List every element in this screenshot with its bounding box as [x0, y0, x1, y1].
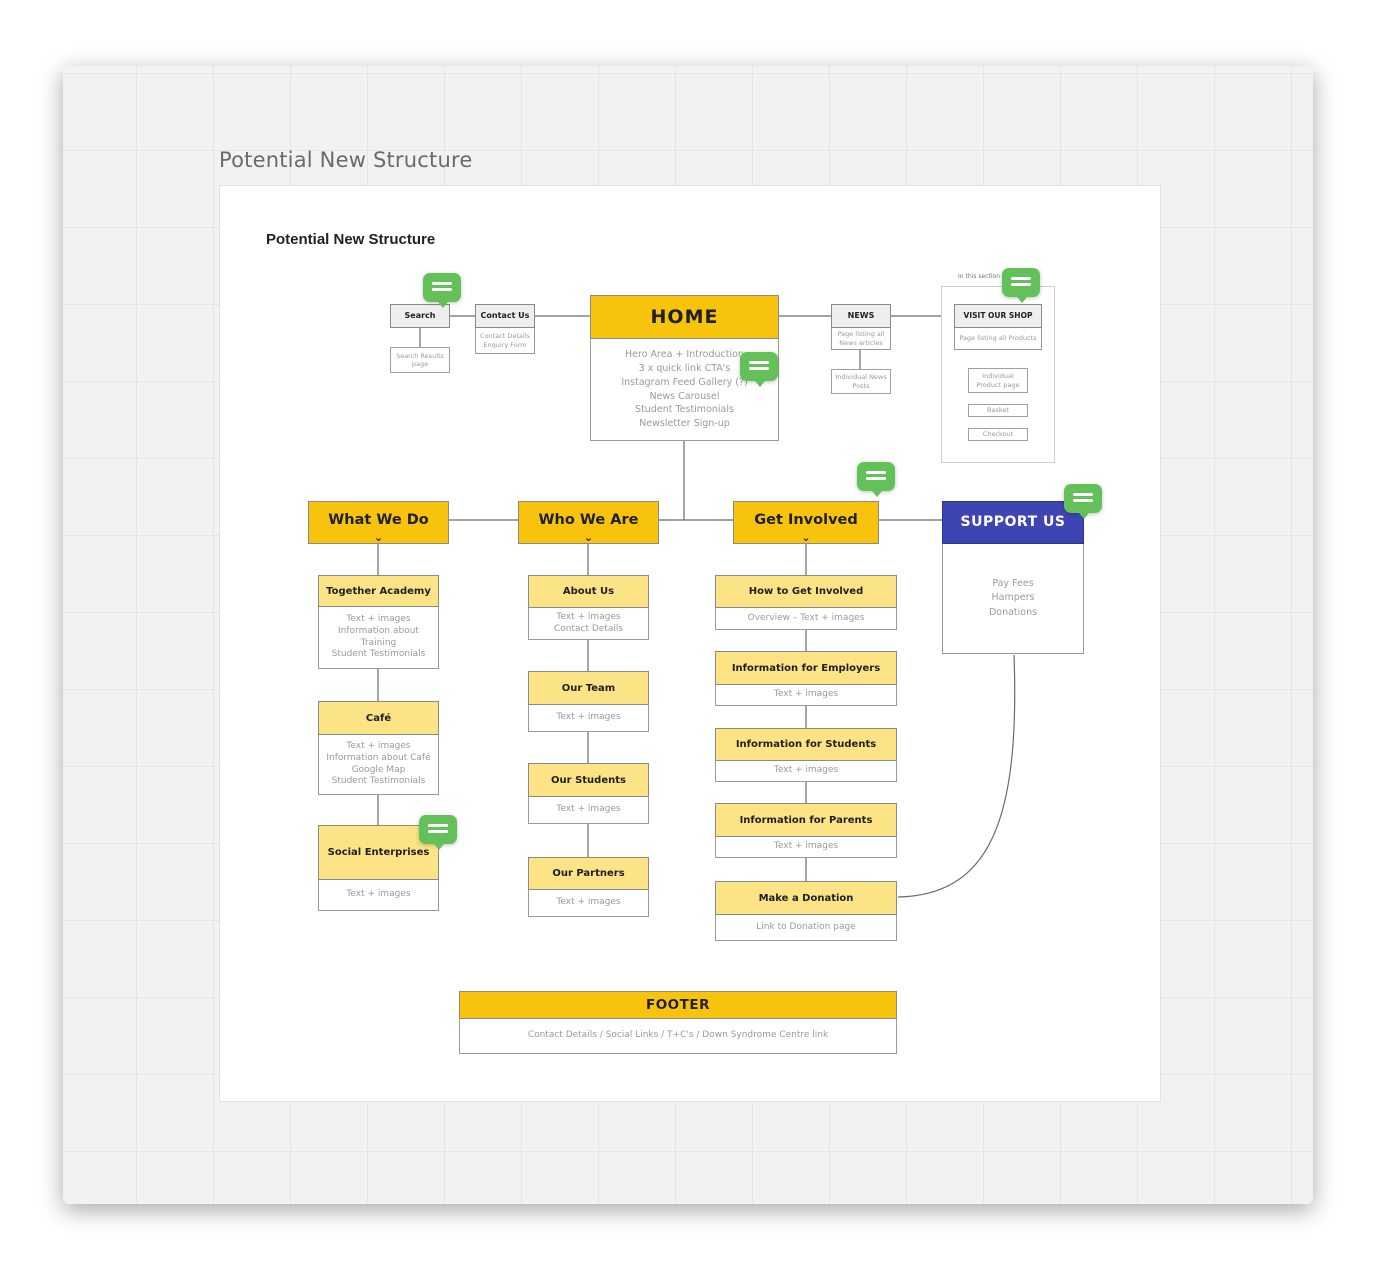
shop-product-box: Individual Product page — [968, 368, 1028, 393]
ta-line3: Training — [360, 637, 397, 648]
news-body-line2: News articles — [839, 338, 883, 347]
search-node-title[interactable]: Search — [390, 304, 450, 328]
our-students-body: Text + images — [528, 797, 649, 824]
comment-icon[interactable] — [857, 462, 895, 497]
home-line6: Newsletter Sign-up — [639, 418, 730, 430]
support-us-body: Pay Fees Hampers Donations — [942, 544, 1084, 654]
search-results-line2: page — [411, 360, 429, 368]
home-line2: 3 x quick link CTA's — [638, 362, 731, 374]
about-line2: Contact Details — [553, 623, 624, 634]
home-line3: Instagram Feed Gallery (?) — [621, 376, 748, 388]
info-students-title[interactable]: Information for Students — [715, 728, 897, 761]
what-we-do-label: What We Do — [328, 511, 429, 528]
cafe-title[interactable]: Café — [318, 701, 439, 735]
together-academy-body: Text + images Information about Training… — [318, 607, 439, 669]
how-to-get-involved-body: Overview – Text + images — [715, 608, 897, 630]
shop-node-body: Page listing all Products — [954, 328, 1042, 350]
contact-node-body: Contact Details Enquiry Form — [475, 328, 535, 354]
ta-line2: Information about — [338, 625, 419, 636]
comment-icon[interactable] — [419, 815, 457, 850]
info-employers-body: Text + images — [715, 685, 897, 706]
shop-node-title[interactable]: VISIT OUR SHOP — [954, 304, 1042, 328]
news-posts-box: Individual News Posts — [831, 369, 891, 394]
who-we-are-label: Who We Are — [538, 511, 639, 528]
chevron-down-icon[interactable]: ⌄ — [583, 531, 594, 544]
news-posts-line2: Posts — [852, 381, 870, 390]
board-title: Potential New Structure — [266, 231, 436, 248]
info-parents-body: Text + images — [715, 837, 897, 858]
search-results-line1: Search Results — [396, 351, 444, 360]
support-line1: Pay Fees — [992, 578, 1034, 590]
cafe-line4: Student Testimonials — [331, 776, 426, 787]
about-us-title[interactable]: About Us — [528, 575, 649, 608]
contact-body-line2: Enquiry Form — [483, 340, 527, 349]
about-us-body: Text + images Contact Details — [528, 608, 649, 640]
our-partners-title[interactable]: Our Partners — [528, 857, 649, 890]
shop-product-line1: Individual — [982, 372, 1014, 381]
cafe-body: Text + images Information about Café Goo… — [318, 735, 439, 795]
info-employers-title[interactable]: Information for Employers — [715, 651, 897, 685]
what-we-do-title[interactable]: What We Do ⌄ — [308, 501, 449, 544]
get-involved-label: Get Involved — [754, 511, 858, 528]
ta-line1: Text + images — [346, 614, 411, 625]
chevron-down-icon[interactable]: ⌄ — [801, 531, 811, 544]
social-enterprises-body: Text + images — [318, 880, 439, 911]
shop-product-line2: Product page — [976, 380, 1020, 389]
contact-body-line1: Contact Details — [480, 332, 530, 341]
news-posts-line1: Individual News — [835, 373, 887, 382]
about-line1: Text + images — [556, 611, 621, 622]
social-enterprises-title[interactable]: Social Enterprises — [318, 825, 439, 880]
footer-body: Contact Details / Social Links / T+C's /… — [459, 1019, 897, 1054]
contact-node-title[interactable]: Contact Us — [475, 304, 535, 328]
shop-section-label: In this section — [958, 273, 1000, 280]
news-node-body: Page listing all News articles — [831, 328, 891, 350]
our-team-body: Text + images — [528, 705, 649, 732]
home-line5: Student Testimonials — [635, 404, 734, 416]
home-line1: Hero Area + Introduction — [625, 349, 744, 361]
cafe-line1: Text + images — [346, 741, 411, 752]
footer-title[interactable]: FOOTER — [459, 991, 897, 1019]
who-we-are-title[interactable]: Who We Are ⌄ — [518, 501, 659, 544]
cafe-line3: Google Map — [351, 764, 406, 775]
info-students-body: Text + images — [715, 761, 897, 782]
chevron-down-icon[interactable]: ⌄ — [373, 531, 384, 544]
support-line3: Donations — [988, 606, 1038, 618]
our-partners-body: Text + images — [528, 890, 649, 917]
comment-icon[interactable] — [1002, 268, 1040, 303]
info-parents-title[interactable]: Information for Parents — [715, 803, 897, 837]
comment-icon[interactable] — [740, 352, 778, 387]
frame-title[interactable]: Potential New Structure — [219, 148, 473, 172]
home-node-title[interactable]: HOME — [590, 295, 779, 339]
how-to-get-involved-title[interactable]: How to Get Involved — [715, 575, 897, 608]
news-node-title[interactable]: NEWS — [831, 304, 891, 328]
home-line4: News Carousel — [649, 390, 720, 402]
search-results-box: Search Results page — [390, 347, 450, 373]
shop-basket-box: Basket — [968, 404, 1028, 417]
news-body-line1: Page listing all — [837, 330, 885, 339]
make-donation-title[interactable]: Make a Donation — [715, 881, 897, 915]
comment-icon[interactable] — [423, 273, 461, 308]
make-donation-body: Link to Donation page — [715, 915, 897, 941]
cafe-line2: Information about Café — [326, 752, 431, 763]
shop-checkout-box: Checkout — [968, 428, 1028, 441]
comment-icon[interactable] — [1064, 484, 1102, 519]
together-academy-title[interactable]: Together Academy — [318, 575, 439, 607]
support-us-title[interactable]: SUPPORT US — [942, 501, 1084, 544]
our-students-title[interactable]: Our Students — [528, 763, 649, 797]
our-team-title[interactable]: Our Team — [528, 671, 649, 705]
support-line2: Hampers — [991, 592, 1035, 604]
get-involved-title[interactable]: Get Involved ⌄ — [733, 501, 879, 544]
ta-line4: Student Testimonials — [331, 649, 426, 660]
